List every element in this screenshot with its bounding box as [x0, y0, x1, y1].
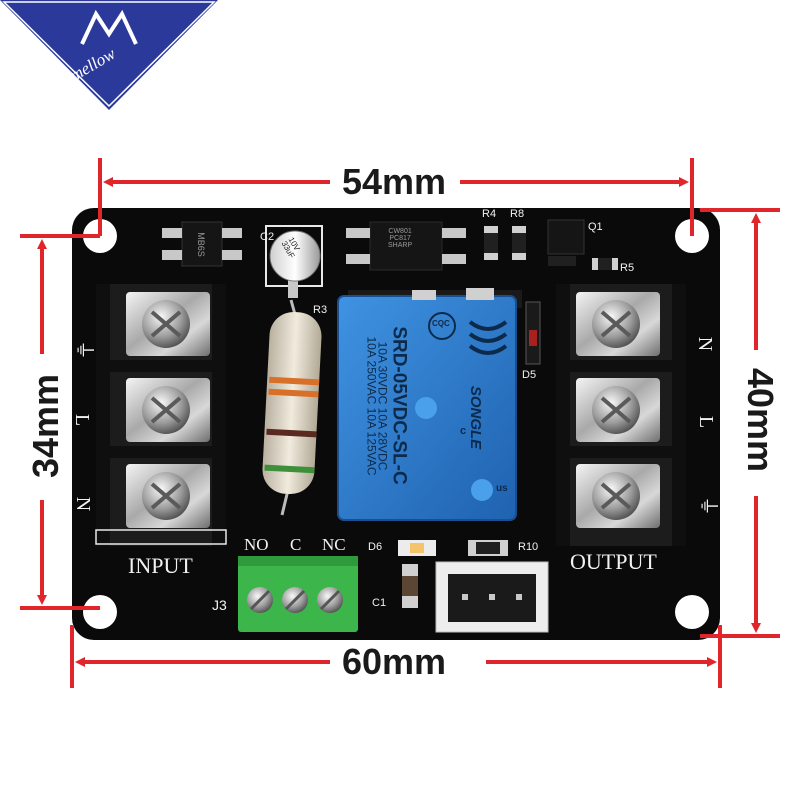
ref-j3: J3 — [212, 597, 227, 613]
power-resistor — [262, 299, 322, 516]
ref-r3: R3 — [313, 304, 328, 316]
smd-r8 — [512, 226, 526, 260]
diode-d5 — [525, 301, 541, 365]
ref-r4: R4 — [482, 208, 497, 220]
relay-mark-us: us — [496, 483, 508, 494]
input-label: INPUT — [128, 553, 193, 578]
dimension-lines — [20, 158, 780, 688]
relay-model: SRD-05VDC-SL-C — [388, 326, 410, 485]
ref-c2: C2 — [260, 231, 275, 243]
output-label: OUTPUT — [570, 549, 657, 574]
relay-brand: SONGLE — [467, 385, 485, 450]
dimension-right-height: 40mm — [740, 367, 782, 473]
input-pin-l: L — [71, 413, 94, 427]
electrolytic-capacitor — [265, 225, 323, 298]
port-label-nc: NC — [322, 535, 346, 554]
port-label-no: NO — [244, 535, 269, 554]
brand-logo — [0, 0, 218, 110]
smd-r4 — [484, 226, 498, 260]
input-pin-ground: ⏚ — [73, 340, 95, 360]
output-terminal-block — [556, 284, 686, 546]
input-terminal-block — [96, 284, 226, 546]
bridge-rectifier — [162, 221, 242, 267]
dimension-bottom-width: 60mm — [342, 641, 447, 682]
smd-c1 — [402, 564, 418, 608]
dimension-left-height: 34mm — [25, 373, 67, 479]
led-d6 — [398, 540, 436, 556]
ref-d5: D5 — [522, 369, 537, 381]
relay-mark-cqc: CQC — [432, 319, 450, 328]
smd-r5 — [592, 258, 618, 270]
fan-connector — [435, 561, 549, 633]
relay-output-connector — [238, 556, 358, 632]
smd-r10 — [468, 540, 508, 556]
logo-mark-icon — [80, 9, 138, 45]
mount-hole-bl — [83, 595, 117, 629]
ref-r5: R5 — [620, 262, 635, 274]
optocoupler-chip — [346, 221, 466, 271]
relay-mark-c: c — [460, 425, 467, 437]
mount-hole-br — [675, 595, 709, 629]
port-label-c: C — [290, 535, 302, 554]
relay-spec-line-2: 10A 30VDC 10A 28VDC — [375, 341, 390, 471]
dimension-top-width: 54mm — [342, 161, 447, 202]
bridge-label: MB6S — [195, 232, 206, 257]
output-pin-l: L — [695, 415, 718, 429]
ref-r8: R8 — [510, 208, 525, 220]
optocoupler-label: CW801 PC817 SHARP — [388, 228, 413, 249]
ref-c1: C1 — [372, 597, 387, 609]
ref-d6: D6 — [368, 541, 383, 553]
input-pin-n: N — [72, 496, 95, 512]
output-pin-ground: ⏚ — [697, 496, 719, 516]
cqc-mark-icon — [428, 312, 456, 340]
ref-q1: Q1 — [588, 221, 603, 233]
songle-logo-icon — [468, 320, 508, 355]
output-pin-n: N — [694, 336, 717, 352]
ref-r10: R10 — [518, 541, 539, 553]
transistor-q1 — [547, 219, 585, 266]
